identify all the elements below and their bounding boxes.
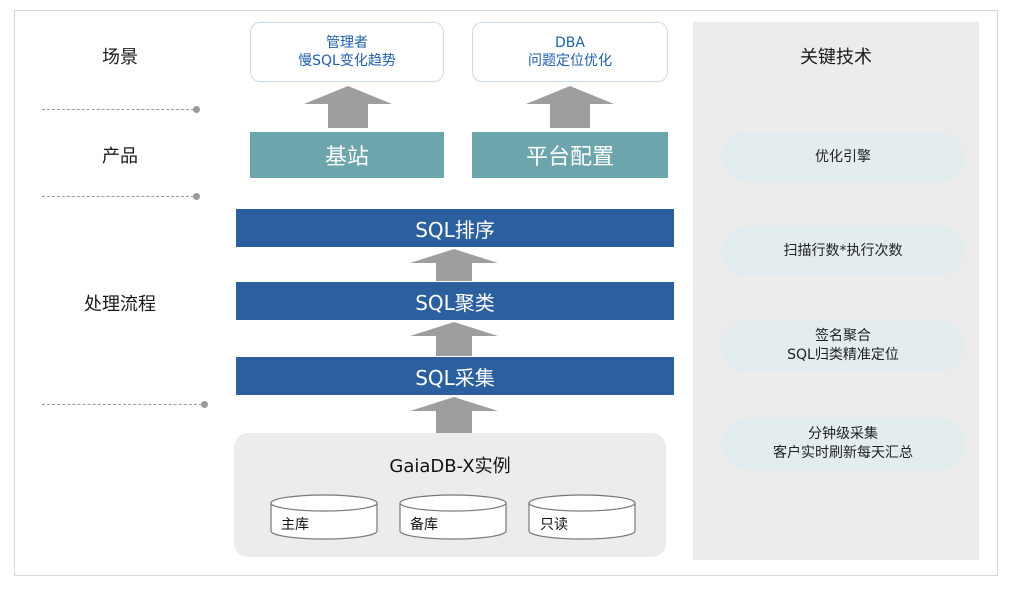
db-label-readonly: 只读 bbox=[540, 517, 568, 533]
product-box-platform-config: 平台配置 bbox=[472, 132, 668, 178]
diagram-frame bbox=[14, 10, 998, 576]
key-tech-title: 关键技术 bbox=[800, 47, 872, 68]
process-label: 处理流程 bbox=[84, 294, 156, 315]
scenario-line: DBA bbox=[555, 35, 585, 51]
product-label: 产品 bbox=[102, 146, 138, 167]
tech-line: 客户实时刷新每天汇总 bbox=[773, 445, 913, 461]
scene-label: 场景 bbox=[102, 47, 138, 68]
scenario-line: 问题定位优化 bbox=[528, 53, 612, 69]
scenario-box-dba: DBA 问题定位优化 bbox=[472, 22, 668, 82]
tech-item-scan-rows: 扫描行数*执行次数 bbox=[722, 226, 964, 276]
step-sql-collect: SQL采集 bbox=[236, 357, 674, 395]
separator-line bbox=[42, 109, 194, 110]
up-arrow-icon bbox=[410, 397, 498, 433]
database-cylinder-icon bbox=[528, 494, 636, 540]
tech-item-collection: 分钟级采集 客户实时刷新每天汇总 bbox=[722, 418, 964, 470]
tech-line: SQL归类精准定位 bbox=[787, 347, 899, 363]
database-cylinder-icon bbox=[270, 494, 378, 540]
tech-line: 分钟级采集 bbox=[808, 426, 878, 442]
separator-dot bbox=[201, 401, 208, 408]
scenario-line: 慢SQL变化趋势 bbox=[298, 53, 396, 69]
separator-dot bbox=[193, 106, 200, 113]
tech-line: 优化引擎 bbox=[815, 148, 871, 165]
separator-dot bbox=[193, 193, 200, 200]
tech-line: 扫描行数*执行次数 bbox=[783, 242, 903, 259]
up-arrow-icon bbox=[410, 322, 498, 356]
step-sql-cluster: SQL聚类 bbox=[236, 282, 674, 320]
tech-item-optimizer: 优化引擎 bbox=[722, 132, 964, 182]
db-label-standby: 备库 bbox=[410, 517, 438, 533]
scenario-box-manager: 管理者 慢SQL变化趋势 bbox=[250, 22, 444, 82]
step-sql-sort: SQL排序 bbox=[236, 209, 674, 247]
database-cylinder-icon bbox=[399, 494, 507, 540]
tech-line: 签名聚合 bbox=[815, 328, 871, 344]
key-tech-panel bbox=[693, 22, 979, 560]
scenario-line: 管理者 bbox=[326, 35, 368, 51]
up-arrow-icon bbox=[410, 249, 498, 281]
db-label-primary: 主库 bbox=[281, 517, 309, 533]
up-arrow-icon bbox=[526, 86, 614, 128]
separator-line bbox=[42, 404, 202, 405]
product-box-base-station: 基站 bbox=[250, 132, 444, 178]
separator-line bbox=[42, 196, 194, 197]
tech-item-signature: 签名聚合 SQL归类精准定位 bbox=[722, 320, 964, 372]
up-arrow-icon bbox=[304, 86, 392, 128]
instance-title: GaiaDB-X实例 bbox=[389, 456, 511, 477]
